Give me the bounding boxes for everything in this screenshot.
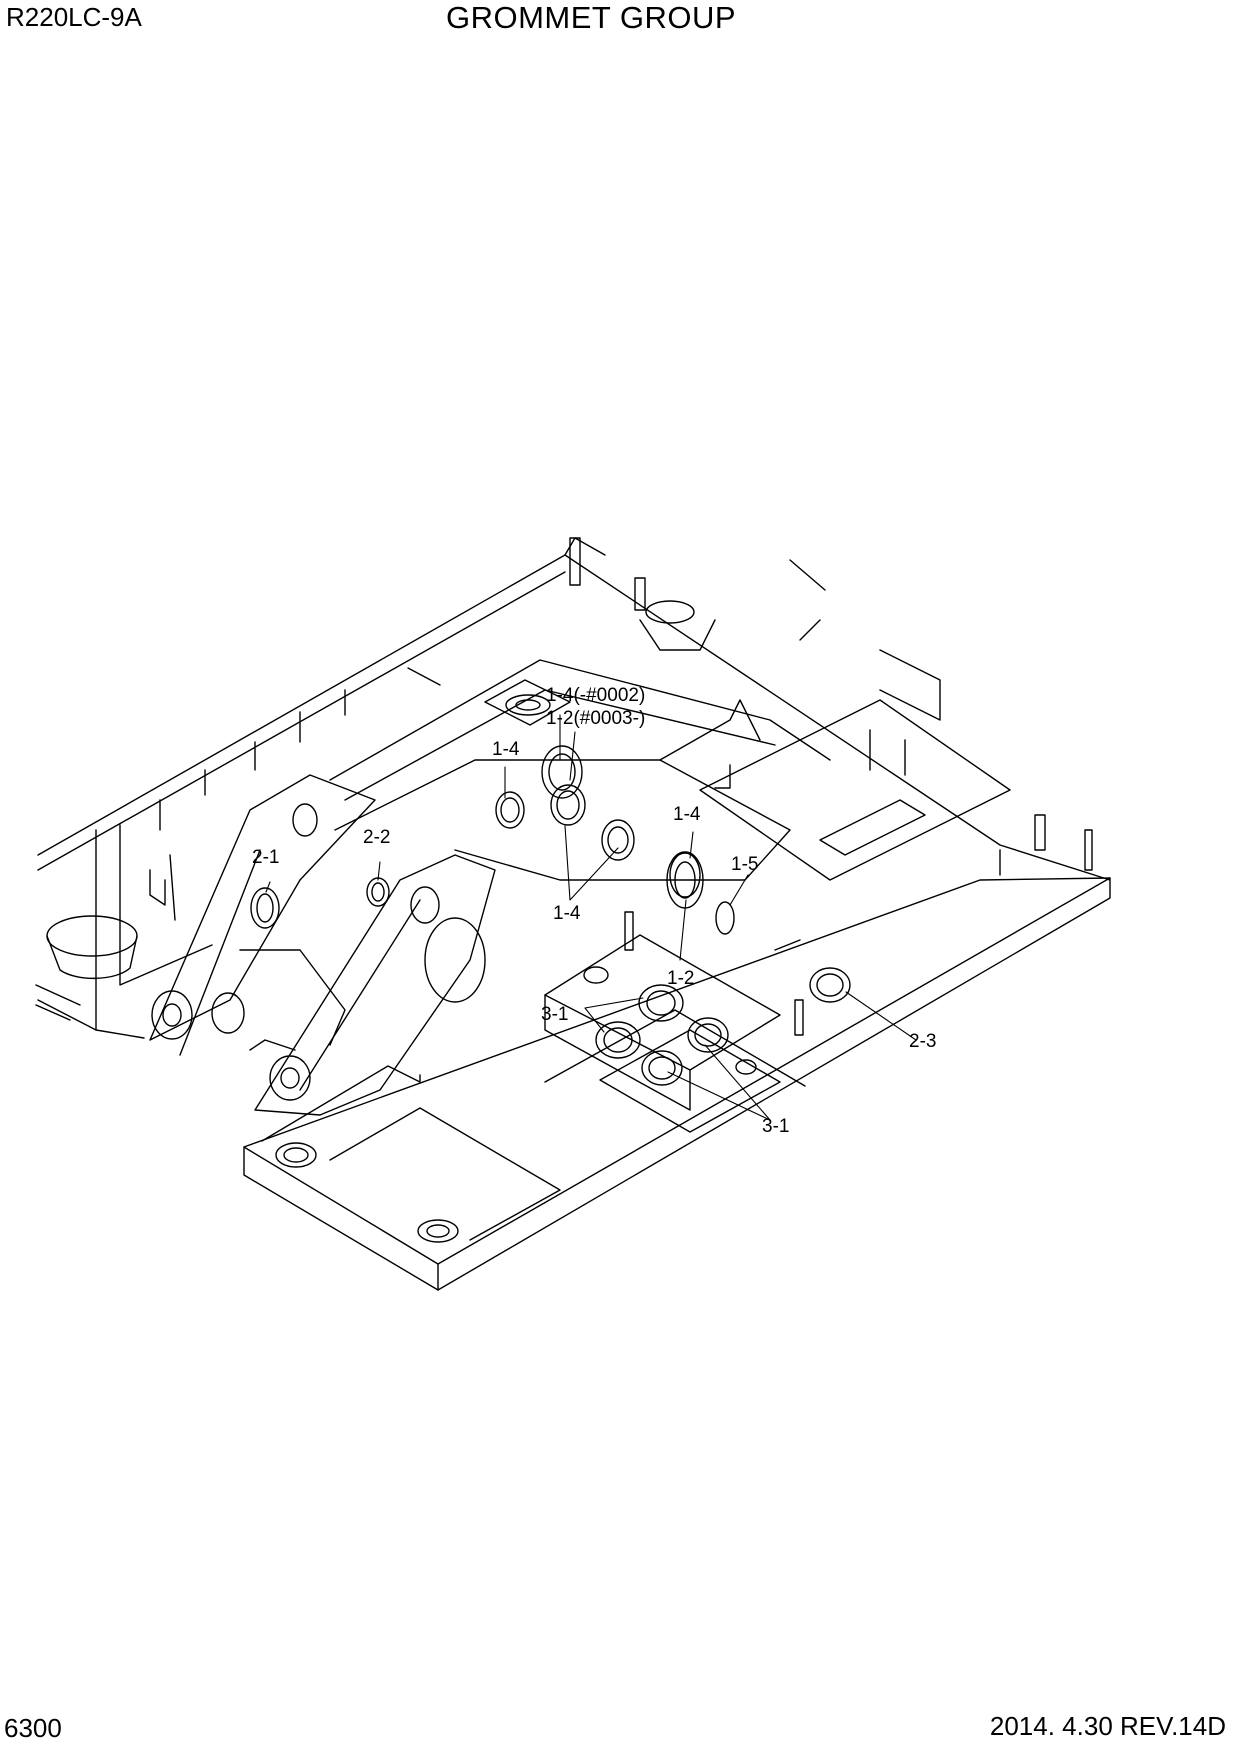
callout-3-1-left: 3-1	[541, 1004, 568, 1025]
rear-frame	[243, 877, 1111, 1291]
center-frame	[329, 559, 1011, 1111]
callout-2-3: 2-3	[909, 1031, 936, 1052]
callout-1-4-left: 1-4	[492, 739, 520, 760]
grommets	[250, 745, 851, 1086]
leader-lines	[265, 714, 917, 1121]
brackets	[407, 537, 1093, 1036]
callout-1-5: 1-5	[731, 854, 758, 875]
callout-3-1-right: 3-1	[762, 1116, 789, 1137]
boom-mount	[149, 774, 496, 1116]
model-number: R220LC-9A	[6, 2, 142, 32]
callout-1-2-late: 1-2(#0003-)	[546, 708, 645, 729]
callout-2-2: 2-2	[363, 827, 390, 848]
revision-date: 2014. 4.30 REV.14D	[989, 1711, 1226, 1741]
callout-1-4-center: 1-4	[553, 903, 581, 924]
callout-1-4-early: 1-4(-#0002)	[546, 685, 645, 706]
callout-2-1: 2-1	[252, 847, 279, 868]
page-number: 6300	[4, 1713, 62, 1743]
upper-frame	[35, 537, 1111, 1039]
callout-1-2: 1-2	[667, 968, 694, 989]
page-title: GROMMET GROUP	[446, 0, 737, 35]
callout-1-4-right: 1-4	[673, 804, 701, 825]
